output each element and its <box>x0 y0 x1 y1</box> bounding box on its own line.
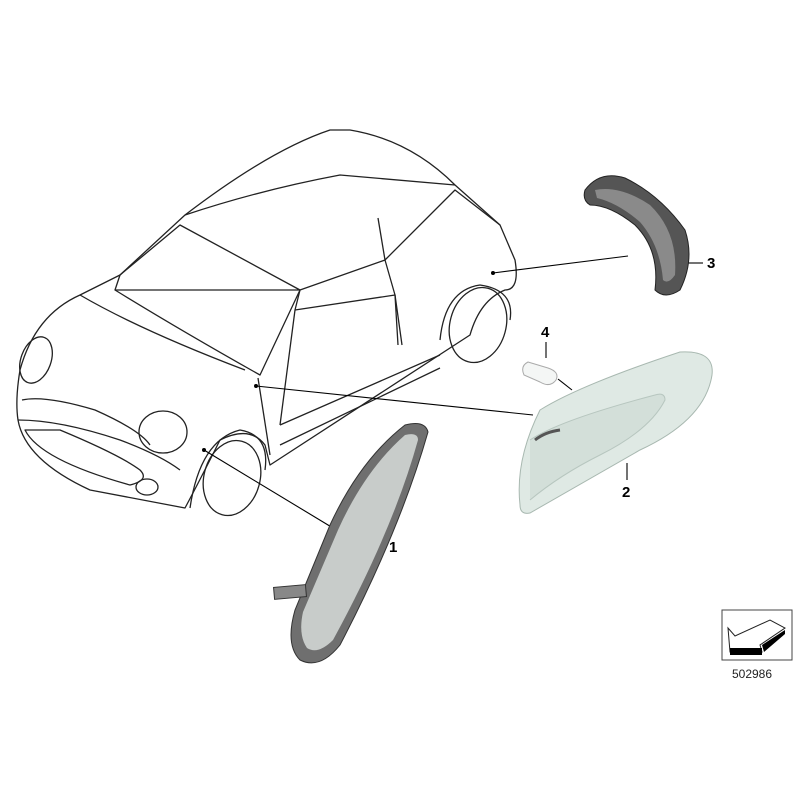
anchor-dots <box>202 271 495 452</box>
callout-3[interactable]: 3 <box>707 255 716 272</box>
car-outline <box>16 129 517 517</box>
reference-symbol-icon <box>721 609 793 661</box>
reference-number: 502986 <box>731 667 773 681</box>
part-4-bulb <box>522 361 558 386</box>
callout-1[interactable]: 1 <box>389 539 398 556</box>
part-1-side-repeater <box>272 423 429 664</box>
callout-2[interactable]: 2 <box>622 484 631 501</box>
part-2-indicator-lens <box>518 351 713 514</box>
part-3-rear-marker <box>583 175 690 296</box>
callout-4[interactable]: 4 <box>541 324 550 341</box>
